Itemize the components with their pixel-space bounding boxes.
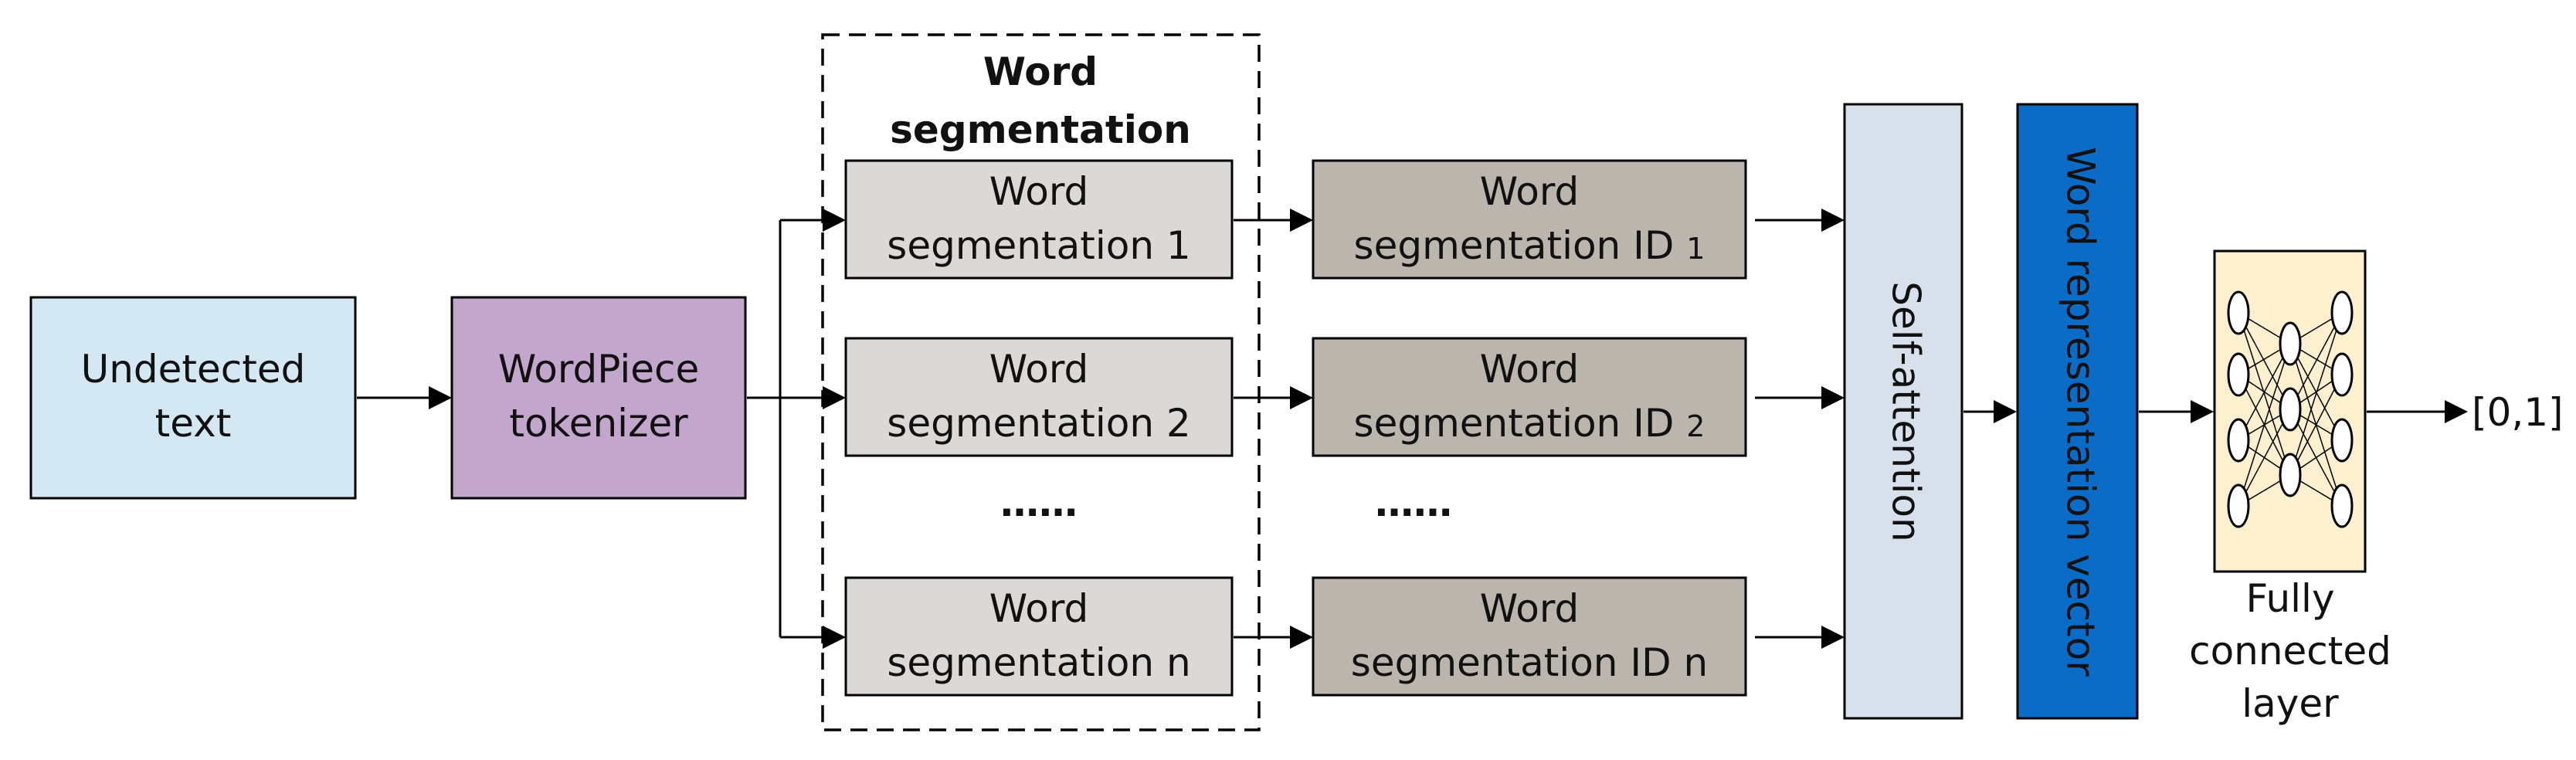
wordpiece-tokenizer-box — [450, 296, 747, 500]
segment-ellipsis: …… — [1000, 480, 1078, 525]
word-segmentation-group — [821, 33, 1261, 731]
segment-1-line2: segmentation 1 — [887, 223, 1190, 268]
nn-edge — [2238, 312, 2291, 410]
nn-node — [2227, 483, 2250, 528]
fc-label-line1: Fully — [2245, 576, 2334, 621]
nn-node — [2279, 387, 2302, 432]
word-representation-vector-label: Word representation vector — [2058, 147, 2103, 677]
segment-box-2 — [844, 337, 1234, 457]
nn-node — [2227, 418, 2250, 463]
segment-box-1 — [844, 159, 1234, 280]
nn-node — [2279, 453, 2302, 497]
neural-network-icon — [2227, 290, 2354, 528]
segmentation-group-title-line1: Word — [983, 49, 1098, 94]
nn-edge — [2289, 374, 2343, 476]
segment-2-line1: Word — [989, 347, 1089, 392]
nn-nodes — [2227, 290, 2354, 528]
nn-edge — [2289, 312, 2343, 476]
nn-edge — [2289, 312, 2343, 410]
segment-1-line1: Word — [989, 169, 1089, 214]
segment-box-n — [844, 576, 1234, 697]
undetected-text-line2: text — [155, 401, 232, 446]
segmentation-group-title-line2: segmentation — [890, 107, 1191, 152]
output-range-label: [0,1] — [2472, 390, 2564, 435]
word-representation-vector-box — [2016, 103, 2139, 720]
nn-node — [2330, 352, 2354, 397]
self-attention-label: Self-attention — [1884, 281, 1929, 541]
segment-n-line2: segmentation n — [887, 640, 1190, 685]
nn-node — [2227, 352, 2250, 397]
undetected-text-line1: Undetected — [81, 347, 306, 392]
segment-2-line2: segmentation 2 — [887, 401, 1190, 446]
id-ellipsis: …… — [1375, 480, 1452, 525]
nn-edge — [2238, 409, 2291, 507]
id-1-line1: Word — [1480, 169, 1580, 214]
nn-edge — [2238, 312, 2291, 476]
id-2-line1: Word — [1480, 347, 1580, 392]
nn-node — [2330, 418, 2354, 463]
nn-edge — [2238, 343, 2291, 441]
id-1-line2: segmentation ID 1 — [1354, 223, 1705, 268]
id-box-2 — [1312, 337, 1747, 457]
id-n-line1: Word — [1480, 586, 1580, 631]
id-box-1 — [1312, 159, 1747, 280]
nn-node — [2279, 321, 2302, 366]
segment-n-line1: Word — [989, 586, 1089, 631]
fc-label-line3: layer — [2242, 681, 2339, 726]
id-2-line2: segmentation ID 2 — [1354, 401, 1705, 446]
self-attention-box — [1843, 103, 1963, 720]
nn-node — [2227, 290, 2250, 335]
nn-node — [2330, 483, 2354, 528]
undetected-text-box — [29, 296, 357, 500]
fc-label-line2: connected — [2189, 629, 2391, 673]
id-n-line2: segmentation ID n — [1351, 640, 1708, 685]
nn-edges — [2238, 312, 2343, 507]
nn-node — [2330, 290, 2354, 335]
tokenizer-line1: WordPiece — [498, 347, 699, 392]
nn-edge — [2238, 343, 2291, 507]
tokenizer-line2: tokenizer — [509, 401, 688, 446]
id-box-n — [1312, 576, 1747, 697]
